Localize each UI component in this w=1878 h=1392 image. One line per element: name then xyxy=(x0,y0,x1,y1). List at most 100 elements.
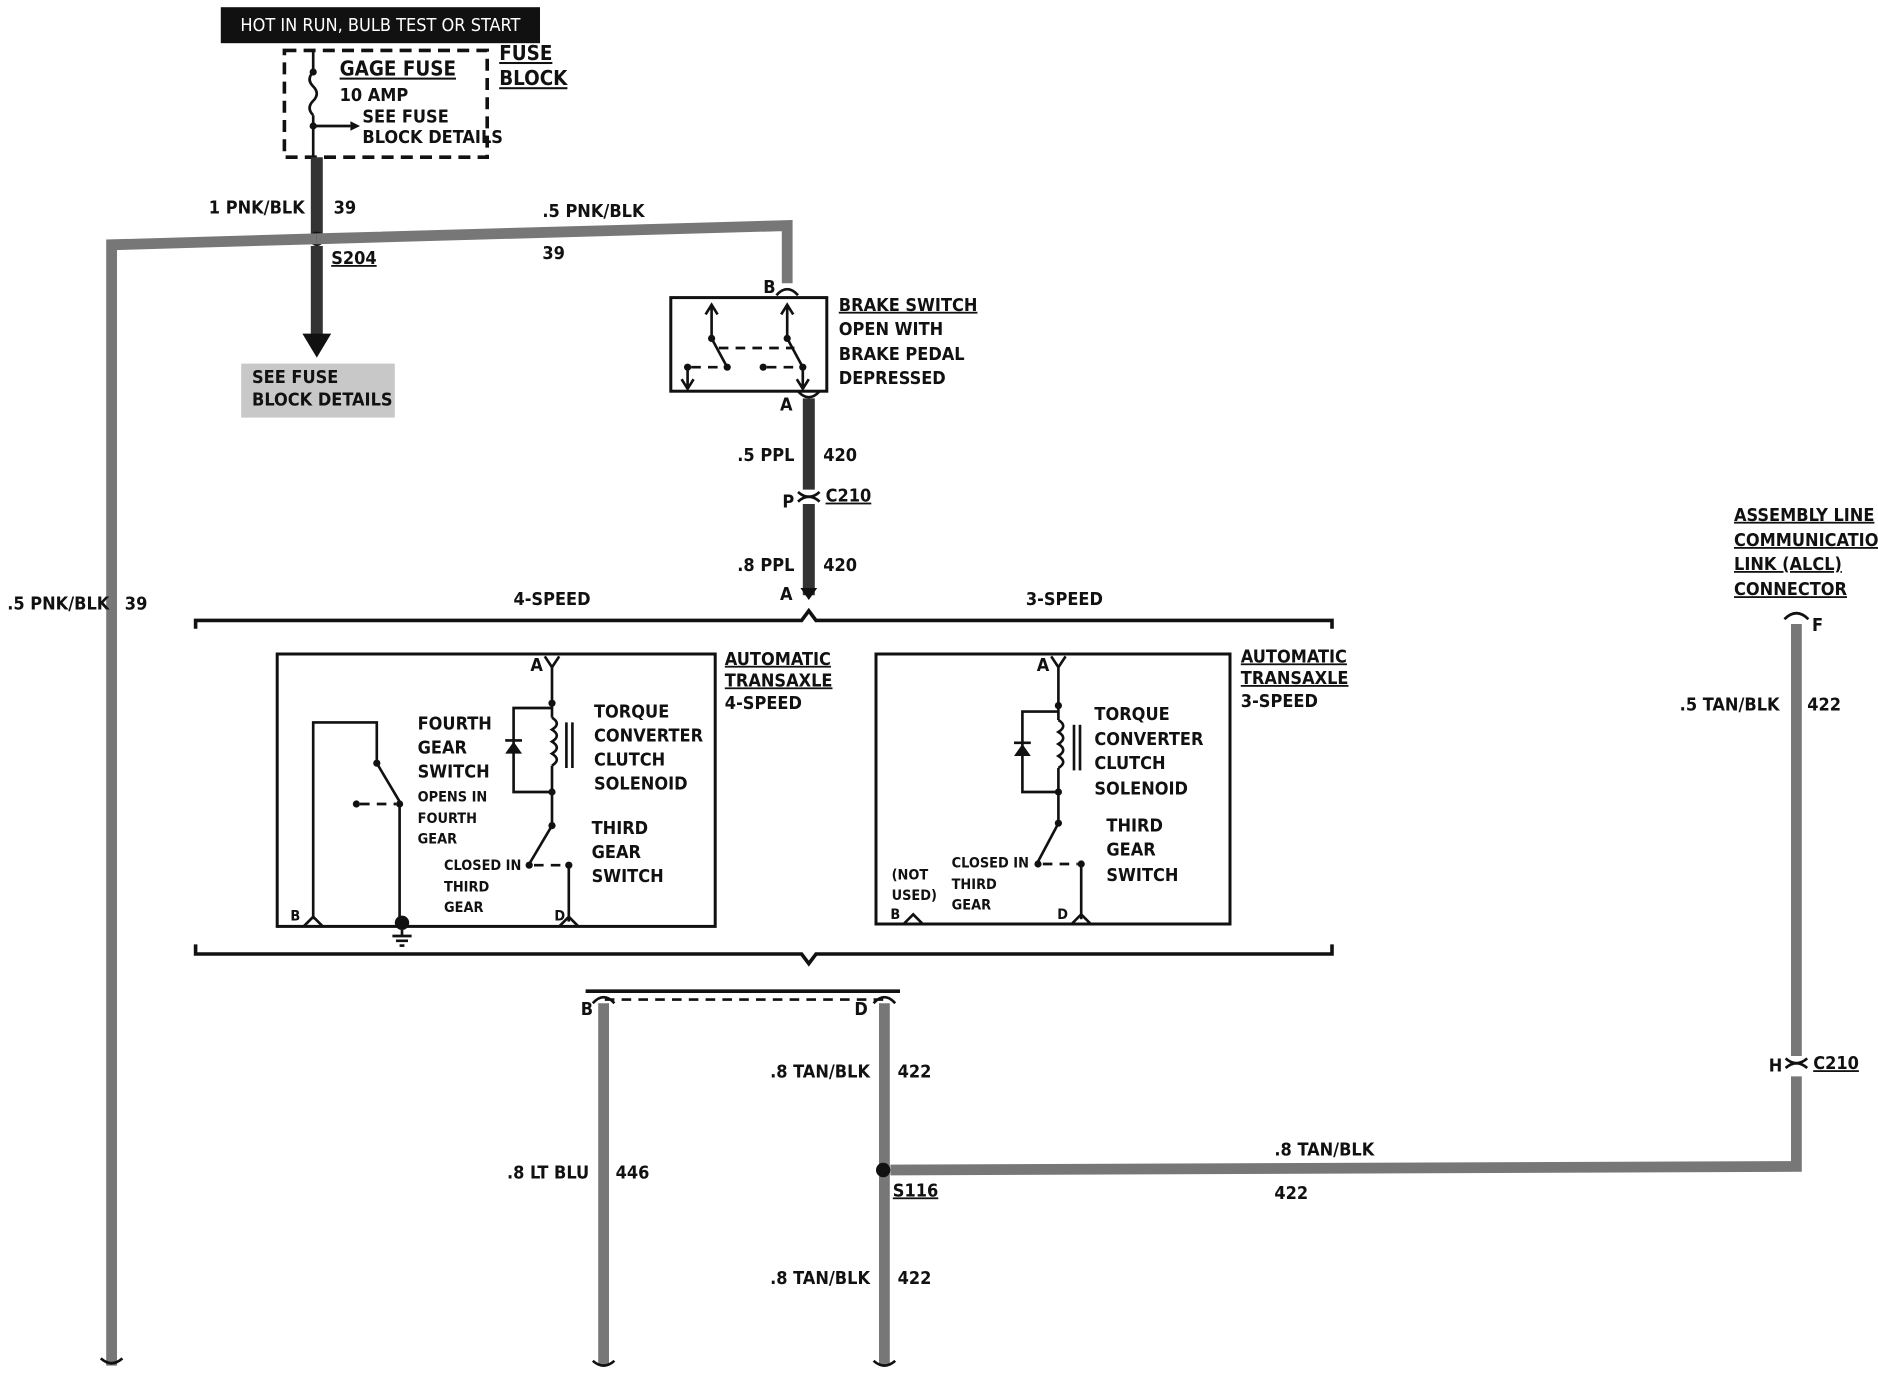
trans3-third1: THIRD xyxy=(1106,816,1163,837)
trans3-circuit-icon xyxy=(1014,667,1085,920)
alcl-pin-f: F xyxy=(1812,615,1823,636)
trans4-tcc4: SOLENOID xyxy=(594,774,688,795)
brake-pin-a: A xyxy=(780,394,793,415)
trans4-opens3: GEAR xyxy=(418,832,457,848)
trans3-title2: TRANSAXLE xyxy=(1241,668,1349,689)
trans3-title1: AUTOMATIC xyxy=(1241,646,1347,667)
fuse-name: GAGE FUSE xyxy=(340,57,456,81)
trans3-pin-d: D xyxy=(1057,907,1068,923)
trans3-pin-d-connector xyxy=(1070,912,1092,925)
trans3-closed1: CLOSED IN xyxy=(952,856,1029,872)
trans3-tcc2: CONVERTER xyxy=(1094,729,1204,750)
trans4-third3: SWITCH xyxy=(592,866,664,887)
fuse-block-line2: BLOCK xyxy=(499,66,568,90)
trans4-opens1: OPENS IN xyxy=(418,790,488,806)
wire-422-alcl-color: .5 TAN/BLK xyxy=(1680,694,1781,715)
wire-422-end xyxy=(872,1359,897,1367)
trans3-pin-b: B xyxy=(890,907,900,923)
brake-switch-contacts-icon xyxy=(680,302,810,392)
trans3-pin-b-connector xyxy=(902,912,924,925)
brake-switch-line4: DEPRESSED xyxy=(839,368,946,389)
trans4-third1: THIRD xyxy=(592,818,649,839)
fuse-block-line1: FUSE xyxy=(499,41,552,65)
brake-connector-bottom xyxy=(797,390,821,399)
trans4-title3: 4-SPEED xyxy=(725,693,802,714)
trans4-tcc1: TORQUE xyxy=(594,702,669,723)
trans4-tcc3: CLUTCH xyxy=(594,750,665,771)
brake-switch-line2: OPEN WITH xyxy=(839,319,943,340)
c210-alcl-connector-icon xyxy=(1784,1057,1809,1070)
bottom-pin-b-connector xyxy=(591,995,616,1005)
trans4-pin-b-connector xyxy=(302,914,324,928)
wire-39-right xyxy=(316,220,793,284)
power-label-box xyxy=(220,7,541,44)
trans3-notused2: USED) xyxy=(892,888,937,904)
variant-brace-top xyxy=(193,607,1334,629)
c210-alcl-label: C210 xyxy=(1813,1053,1859,1074)
bottom-pin-d-connector xyxy=(872,995,897,1005)
trans4-closed2: THIRD xyxy=(444,880,489,896)
fuse-icon xyxy=(308,50,360,158)
brake-connector-top xyxy=(775,287,799,297)
fuse-rating: 10 AMP xyxy=(340,85,409,106)
trans4-third2: GEAR xyxy=(592,842,642,863)
wire-420-upper-circuit: 420 xyxy=(823,445,857,466)
trans3-closed2: THIRD xyxy=(952,877,997,893)
arrow-down-icon xyxy=(800,588,818,600)
trans4-title2: TRANSAXLE xyxy=(725,670,833,691)
see-fuse-line2: BLOCK DETAILS xyxy=(252,390,393,411)
trans3-closed3: GEAR xyxy=(952,898,991,914)
trans4-tcc2: CONVERTER xyxy=(594,726,704,747)
trans3-title3: 3-SPEED xyxy=(1241,691,1318,712)
c210-pin-p: P xyxy=(782,492,794,513)
trans3-pin-a: A xyxy=(1037,655,1050,676)
alcl-line2: COMMUNICATION xyxy=(1734,530,1878,551)
brake-switch-box xyxy=(669,296,829,393)
trans4-fourth2: GEAR xyxy=(418,738,468,759)
trans3-tcc3: CLUTCH xyxy=(1094,753,1165,774)
c210-pin-a: A xyxy=(780,584,793,605)
trans3-pin-a-connector xyxy=(1050,655,1067,670)
trans4-box xyxy=(275,652,717,928)
wire-39-left-color: .5 PNK/BLK xyxy=(7,594,111,615)
wire-39-left-circuit: 39 xyxy=(125,594,148,615)
alcl-connector xyxy=(1783,611,1810,621)
splice-s116 xyxy=(876,1162,891,1178)
c210-label: C210 xyxy=(826,486,872,507)
trans4-pin-a-connector xyxy=(543,655,561,670)
fuse-see-line1: SEE FUSE xyxy=(362,106,448,127)
power-label: HOT IN RUN, BULB TEST OR START xyxy=(240,15,520,36)
wire-422-right xyxy=(890,1076,1802,1176)
variant-4speed: 4-SPEED xyxy=(513,589,590,610)
trans3-third2: GEAR xyxy=(1106,840,1156,861)
splice-s116-label: S116 xyxy=(893,1180,938,1201)
wire-422-lower-color: .8 TAN/BLK xyxy=(770,1268,871,1289)
trans4-title1: AUTOMATIC xyxy=(725,649,831,670)
wire-39-left xyxy=(106,233,317,1366)
wire-422-alcl-circuit: 422 xyxy=(1807,694,1841,715)
brake-switch-line1: BRAKE SWITCH xyxy=(839,295,978,316)
variant-brace-bottom xyxy=(193,944,1334,967)
wire-39-feed-color: 1 PNK/BLK xyxy=(209,198,306,219)
wire-39-right-color: .5 PNK/BLK xyxy=(542,201,646,222)
trans4-circuit-icon xyxy=(311,667,574,947)
trans4-fourth1: FOURTH xyxy=(418,714,492,735)
fuse-block-outline xyxy=(282,48,489,159)
fuse-see-line2: BLOCK DETAILS xyxy=(362,127,503,148)
trans4-pin-b: B xyxy=(290,908,300,924)
wire-422-right-circuit: 422 xyxy=(1274,1183,1308,1204)
trans3-box xyxy=(874,652,1232,926)
brake-pin-b: B xyxy=(763,277,775,298)
wire-420-lower-color: .8 PPL xyxy=(737,555,794,576)
variant-3speed: 3-SPEED xyxy=(1026,589,1103,610)
bottom-pin-d: D xyxy=(854,999,867,1020)
see-fuse-box xyxy=(241,363,395,418)
wire-39-left-end xyxy=(99,1357,124,1365)
wire-422-upper-color: .8 TAN/BLK xyxy=(770,1062,871,1083)
wire-446-end xyxy=(591,1359,616,1367)
trans4-pin-d-connector xyxy=(558,914,580,928)
wire-39-feed-circuit: 39 xyxy=(334,198,357,219)
see-fuse-line1: SEE FUSE xyxy=(252,367,338,388)
bottom-pin-b: B xyxy=(581,999,593,1020)
